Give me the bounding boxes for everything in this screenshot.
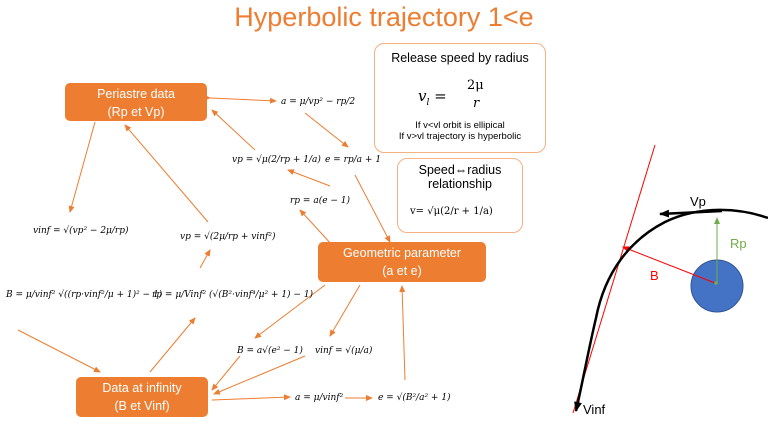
periastre-line1: Periastre data (97, 87, 175, 101)
release-note-1: If v<vl orbit is ellipical (415, 120, 505, 131)
speed-radius-formula: v= √μ(2/r + 1/a) (410, 206, 493, 217)
impact-parameter-arrow (622, 246, 716, 284)
release-denominator: r (473, 96, 480, 111)
infinity-node: Data at infinity (B et Vinf) (76, 377, 208, 417)
periastre-line2: (Rp et Vp) (107, 105, 165, 119)
vinf-label: Vinf (583, 402, 606, 417)
rp-label: Rp (730, 236, 747, 251)
arrow-geo-rp (299, 209, 333, 246)
formula-a-from-rp: a = μ/vp² − rp/2 (281, 97, 356, 107)
arrow-vpinf-periastre (124, 124, 209, 223)
b-label: B (650, 268, 659, 283)
arrow-geo-vp (287, 169, 331, 187)
arrow-e-geo (354, 174, 391, 243)
infinity-line1: Data at infinity (102, 381, 182, 395)
asymptote-line (572, 144, 656, 414)
vp-arrow (659, 209, 723, 218)
periastre-node: Periastre data (Rp et Vp) (65, 83, 207, 121)
arrow-Bae-inf (211, 355, 241, 391)
geometric-node: Geometric parameter (a et e) (318, 242, 486, 282)
formula-rp-from-B: rp = μ/Vinf² (√(B²·vinf⁴/μ² + 1) − 1) (152, 290, 314, 300)
arrow-periastre-vinf (68, 121, 96, 213)
infinity-line2: (B et Vinf) (114, 399, 170, 413)
arrow-B-inf (17, 329, 101, 373)
release-note-2: If v>vl trajectory is hyperbolic (398, 131, 522, 142)
page-title: Hyperbolic trajectory 1<e (234, 2, 534, 32)
speed-radius-box: Speed⇔radius relationship (397, 158, 523, 233)
geometric-line1: Geometric parameter (342, 246, 462, 260)
release-lhs: vl = (418, 87, 447, 108)
arrow-inf-rp (149, 317, 196, 373)
geometric-line2: (a et e) (382, 264, 422, 278)
arrow-geo-vinfa (329, 284, 361, 337)
arrow-inf-vpinf (199, 249, 211, 269)
formula-vp-from-vinf: vp = √(2μ/rp + vinf²) (180, 232, 276, 242)
speed-radius-title-1: Speed⇔radius (418, 163, 502, 177)
arrow-inf-avinf (211, 394, 291, 401)
arrow-vp-periastre (211, 109, 256, 151)
formula-a-from-vinf: a = μ/vinf² (295, 393, 344, 403)
release-speed-box: Release speed by radius If v<vl orbit is… (374, 43, 546, 153)
arrow-vinfa-inf (213, 355, 306, 395)
formula-B-from-ae: B = a√(e² − 1) (237, 346, 303, 356)
formula-vinf-from-vp: vinf = √(vp² − 2μ/rp) (33, 226, 129, 236)
vp-label: Vp (690, 194, 706, 209)
formula-rp-from-ae: rp = a(e − 1) (290, 196, 351, 206)
formula-B-from-rp: B = μ/vinf² √((rp·vinf²/μ + 1)² − 1) (6, 290, 163, 300)
arrow-periastre-a (203, 94, 277, 104)
formula-vinf-from-a: vinf = √(μ/a) (315, 346, 373, 356)
formula-e-from-rp: e = rp/a + 1 (325, 155, 382, 165)
release-notes: If v<vl orbit is ellipical If v>vl traje… (375, 120, 545, 142)
release-numerator: 2μ (467, 78, 484, 93)
arrow-eB-geo (399, 285, 406, 381)
arrow-a-e (304, 112, 349, 148)
speed-radius-title-2: relationship (428, 177, 492, 191)
planet-center (714, 281, 718, 285)
formula-e-from-B: e = √(B²/a² + 1) (378, 393, 451, 403)
formula-vp-from-a: vp = √μ(2/rp + 1/a) (232, 155, 321, 165)
arrow-geo-Bae (254, 284, 326, 339)
release-speed-title: Release speed by radius (391, 51, 529, 65)
